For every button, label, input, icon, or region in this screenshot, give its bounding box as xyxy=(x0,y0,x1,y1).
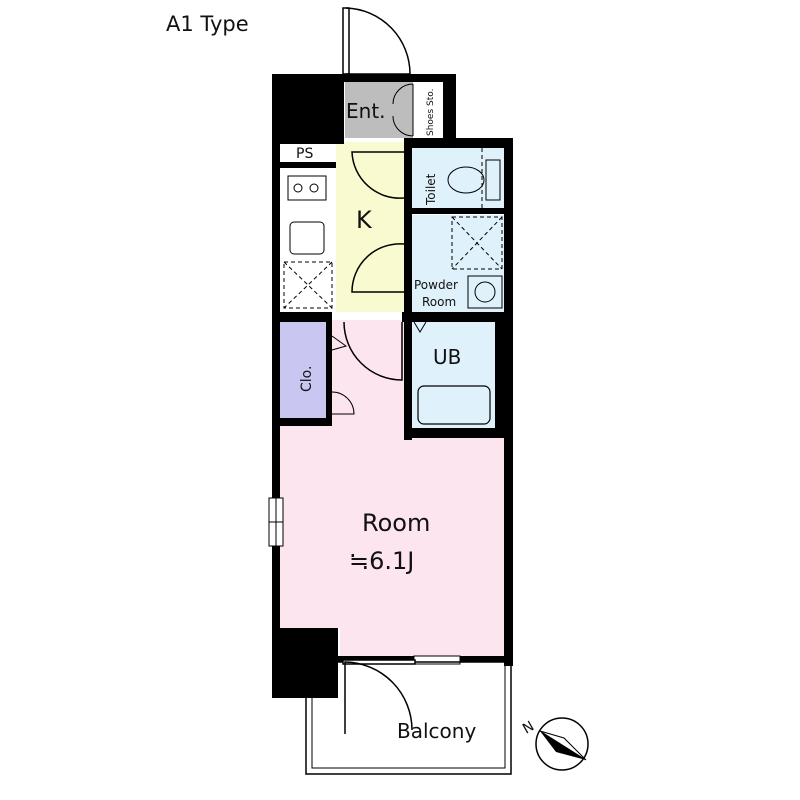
pipe-space-label: PS xyxy=(296,146,313,162)
shoes-storage-doors xyxy=(392,83,414,137)
compass-icon: N xyxy=(520,717,589,771)
closet-label: Clo. xyxy=(299,366,315,392)
kitchen-sink xyxy=(289,221,325,255)
room-door xyxy=(343,321,403,381)
balcony-door xyxy=(342,659,416,734)
wall-upper-left-block xyxy=(272,74,344,140)
compass-north-label: N xyxy=(520,718,537,737)
shoes-storage-floor xyxy=(413,82,443,138)
entrance-label: Ent. xyxy=(346,99,386,123)
wall-entrance-top xyxy=(344,74,456,82)
ub-door-mark xyxy=(413,321,427,333)
toilet-bowl xyxy=(447,148,501,208)
wall-ub-left xyxy=(404,322,412,440)
room-floor xyxy=(280,320,504,660)
wall-ub-right xyxy=(495,322,504,438)
wall-lower-left-block xyxy=(272,628,338,698)
plan-title: A1 Type xyxy=(166,12,249,36)
powder-room-door xyxy=(351,243,405,293)
powder-room-floor xyxy=(412,215,504,312)
washbasin xyxy=(467,275,503,309)
kitchen-floor xyxy=(336,142,406,312)
kitchen-label: K xyxy=(356,206,373,234)
toilet-label: Toilet xyxy=(424,173,438,206)
wall-toilet-top xyxy=(404,138,512,148)
wall-closet-right xyxy=(326,322,332,426)
unit-bath-floor xyxy=(412,322,495,428)
wall-left xyxy=(272,140,280,698)
unit-bath-label: UB xyxy=(433,345,461,369)
front-door xyxy=(342,7,411,75)
wall-shoes-right xyxy=(443,74,456,140)
wall-ps-line xyxy=(280,162,336,168)
wall-ps-bottom xyxy=(280,140,344,144)
closet-doors xyxy=(331,335,355,415)
room-size-label: ≒6.1J xyxy=(349,547,414,575)
entrance-floor xyxy=(345,82,413,138)
wall-kitchen-bottom-right xyxy=(402,312,504,322)
room-label: Room xyxy=(362,509,430,537)
wall-kitchen-right xyxy=(404,140,412,318)
stove xyxy=(287,175,327,201)
balcony-window xyxy=(413,655,461,665)
balcony-floor xyxy=(306,662,511,774)
powder-room-label-line2: Room xyxy=(422,295,456,309)
washer-space xyxy=(451,216,503,270)
powder-room-label-line1: Powder xyxy=(414,278,458,292)
wall-ub-bottom xyxy=(404,428,512,438)
wall-closet-bottom xyxy=(280,418,332,426)
wall-toilet-bottom xyxy=(412,208,504,214)
wall-right xyxy=(504,138,513,666)
kitchen-counter xyxy=(280,170,336,312)
closet-floor xyxy=(280,322,326,418)
balcony-label: Balcony xyxy=(397,719,476,743)
shoes-storage-label: Shoes Sto. xyxy=(426,89,436,136)
wall-kitchen-bottom-left xyxy=(280,312,332,322)
bathtub xyxy=(417,385,491,425)
fridge-space xyxy=(283,261,333,309)
toilet-floor xyxy=(412,148,504,208)
kitchen-door-upper xyxy=(351,151,405,199)
